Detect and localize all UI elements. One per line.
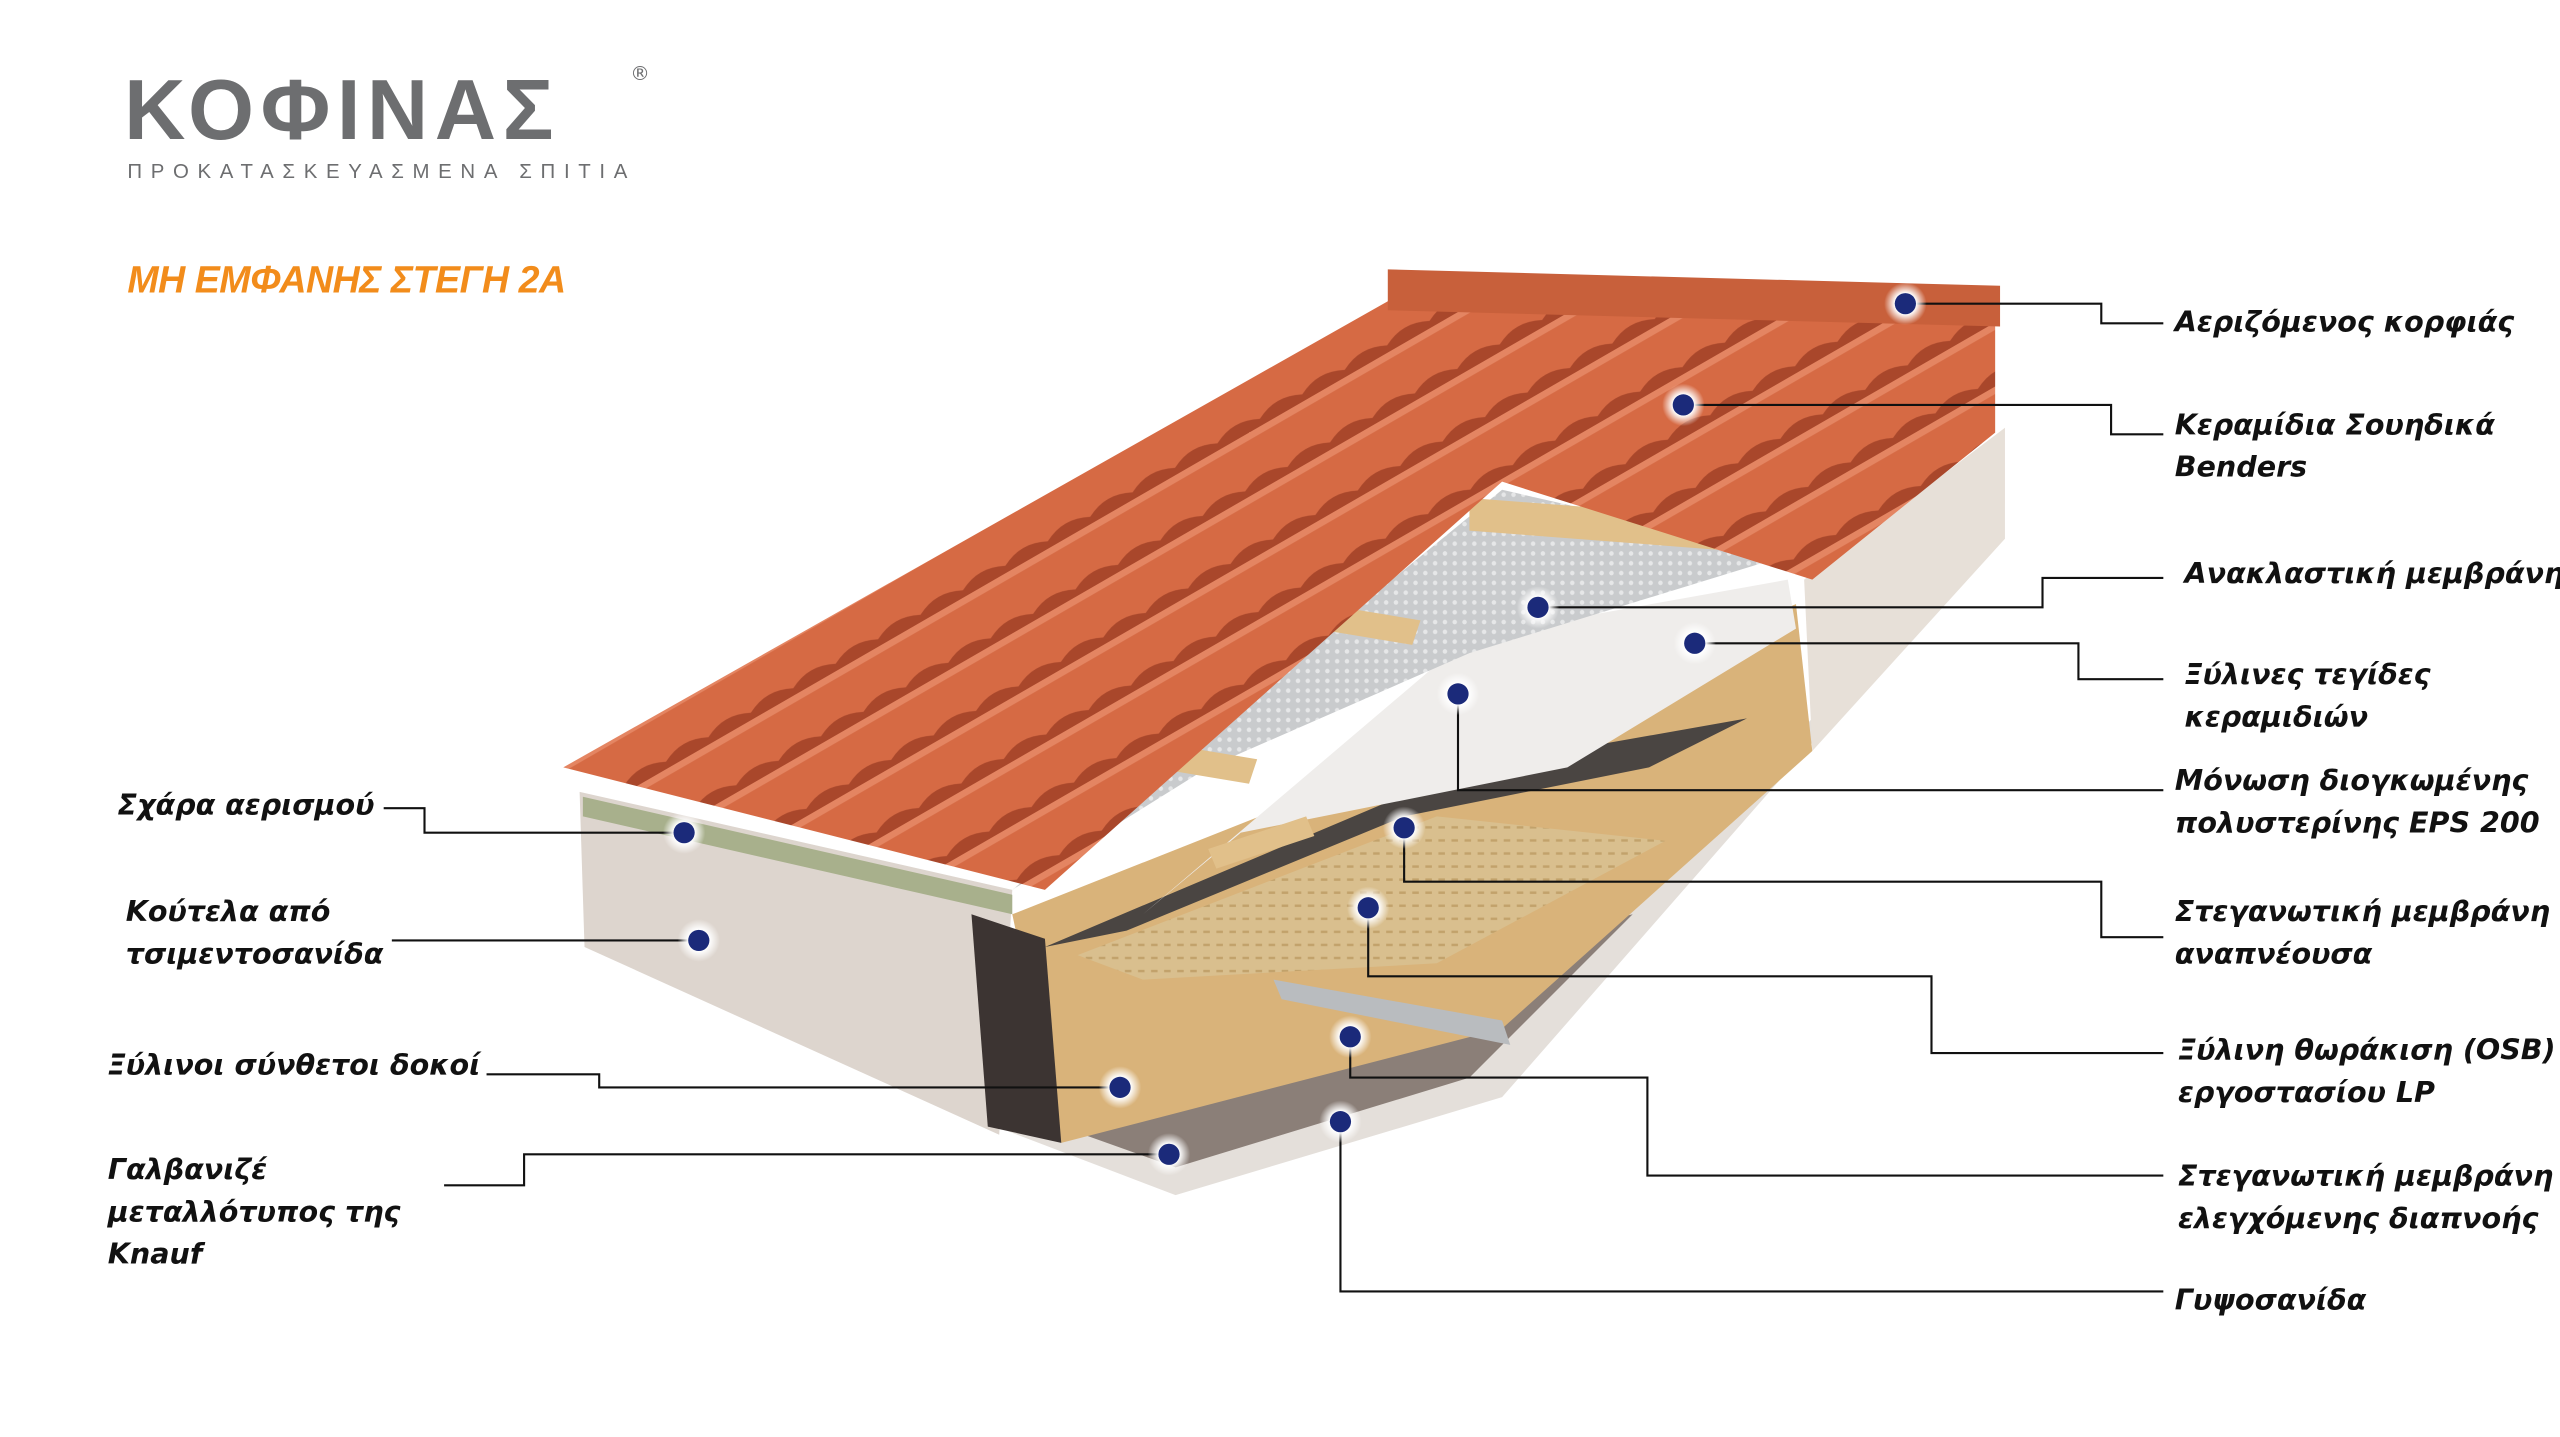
callout-text: Μόνωση διογκωμένης [2174,765,2529,799]
leader-line [1694,642,2164,681]
callout-dot [1329,1111,1352,1133]
labels-right-callout: Ξύλινη θωράκιση (OSB) εργοστασίου LP [2178,1030,2556,1115]
callout-text: Στεγανωτική μεμβράνη [2178,1160,2554,1194]
labels-right-callout: Γυψοσανίδα [2175,1280,2367,1322]
labels-right-callout: Αεριζόμενος κορφιάς [2175,302,2514,344]
callout-text: εργοστασίου LP [2178,1077,2435,1111]
leader-line [1349,1036,2164,1177]
callout-text: μεταλλότυπος της [107,1196,401,1230]
leader-line [1538,576,2164,609]
callout-text: αναπνέουσα [2174,938,2373,972]
callout-text: τσιμεντοσανίδα [125,938,384,972]
callout-dots [662,282,1927,1176]
callout-text: Αεριζόμενος κορφιάς [2174,306,2515,340]
callout-text: Στεγανωτική μεμβράνη [2174,896,2551,930]
labels-right-callout: Ανακλαστική μεμβράνη [2185,553,2560,595]
callout-text: πολυστερίνης EPS 200 [2174,808,2540,841]
callout-text: Benders [2174,452,2308,485]
leader-line [1683,403,2164,436]
callout-text: Ξύλινες τεγίδες [2184,659,2431,693]
leader-line [383,807,685,834]
leader-line [486,1073,1121,1089]
callout-text: Κεραμίδια Σουηδικά [2174,409,2495,443]
roof-body [563,269,2005,1196]
callout-text: Σχάρα αερισμού [117,790,375,823]
callout-dot [673,822,695,844]
leader-line [1403,827,2164,939]
labels-right-callout: Μόνωση διογκωμένης πολυστερίνης EPS 200 [2175,761,2540,846]
page-title: ΜΗ ΕΜΦΑΝΗΣ ΣΤΕΓΗ 2Α [127,257,566,301]
leader-lines [383,302,2164,1293]
labels-right-callout: Στεγανωτική μεμβράνη αναπνέουσα [2175,891,2550,976]
brand-name: ΚΟΦΙΝΑΣ [124,63,561,159]
callout-text: Γυψοσανίδα [2174,1284,2367,1318]
callout-dot [688,929,710,952]
callout-dot [1339,1026,1361,1048]
callout-dot [1158,1143,1180,1165]
callout-dot [1527,596,1549,618]
callout-text: κεραμιδιών [2184,702,2369,735]
callout-dot [1393,817,1415,839]
labels-left-callout: Σχάρα αερισμού [118,785,375,827]
brand-logo: ΚΟΦΙΝΑΣ [124,62,560,160]
callout-dot [1447,683,1469,705]
callout-text: ελεγχόμενης διαπνοής [2178,1203,2539,1236]
labels-right-callout: Στεγανωτική μεμβράνη ελεγχόμενης διαπνοής [2178,1156,2553,1241]
brand-tagline: ΠΡΟΚΑΤΑΣΚΕΥΑΣΜΕΝΑ ΣΠΙΤΙΑ [127,160,636,183]
callout-dot [1357,897,1379,919]
callout-text: Κούτελα από [125,896,331,930]
leader-line [1905,302,2164,325]
callout-text: Ξύλινοι σύνθετοι δοκοί [107,1049,481,1083]
leader-line [444,1153,1170,1187]
leader-line [1367,907,2164,1055]
callout-text: Ξύλινη θωράκιση (OSB) [2178,1035,2556,1068]
leader-line [1456,693,2164,792]
labels-left-callout: Ξύλινοι σύνθετοι δοκοί [108,1045,481,1087]
callout-dot [1109,1076,1131,1098]
callout-text: Ανακλαστική μεμβράνη [2184,558,2560,592]
registered-mark: ® [630,62,650,85]
callout-dot [1684,632,1706,654]
labels-right-callout: Ξύλινες τεγίδες κεραμιδιών [2185,655,2431,740]
callout-text: Γαλβανιζέ [107,1154,268,1187]
callout-dot [1672,394,1694,416]
callout-text: Knauf [107,1239,203,1272]
callout-dot [1894,293,1916,315]
leader-line [1339,1121,2164,1293]
labels-left-callout: Κούτελα από τσιμεντοσανίδα [126,891,384,976]
